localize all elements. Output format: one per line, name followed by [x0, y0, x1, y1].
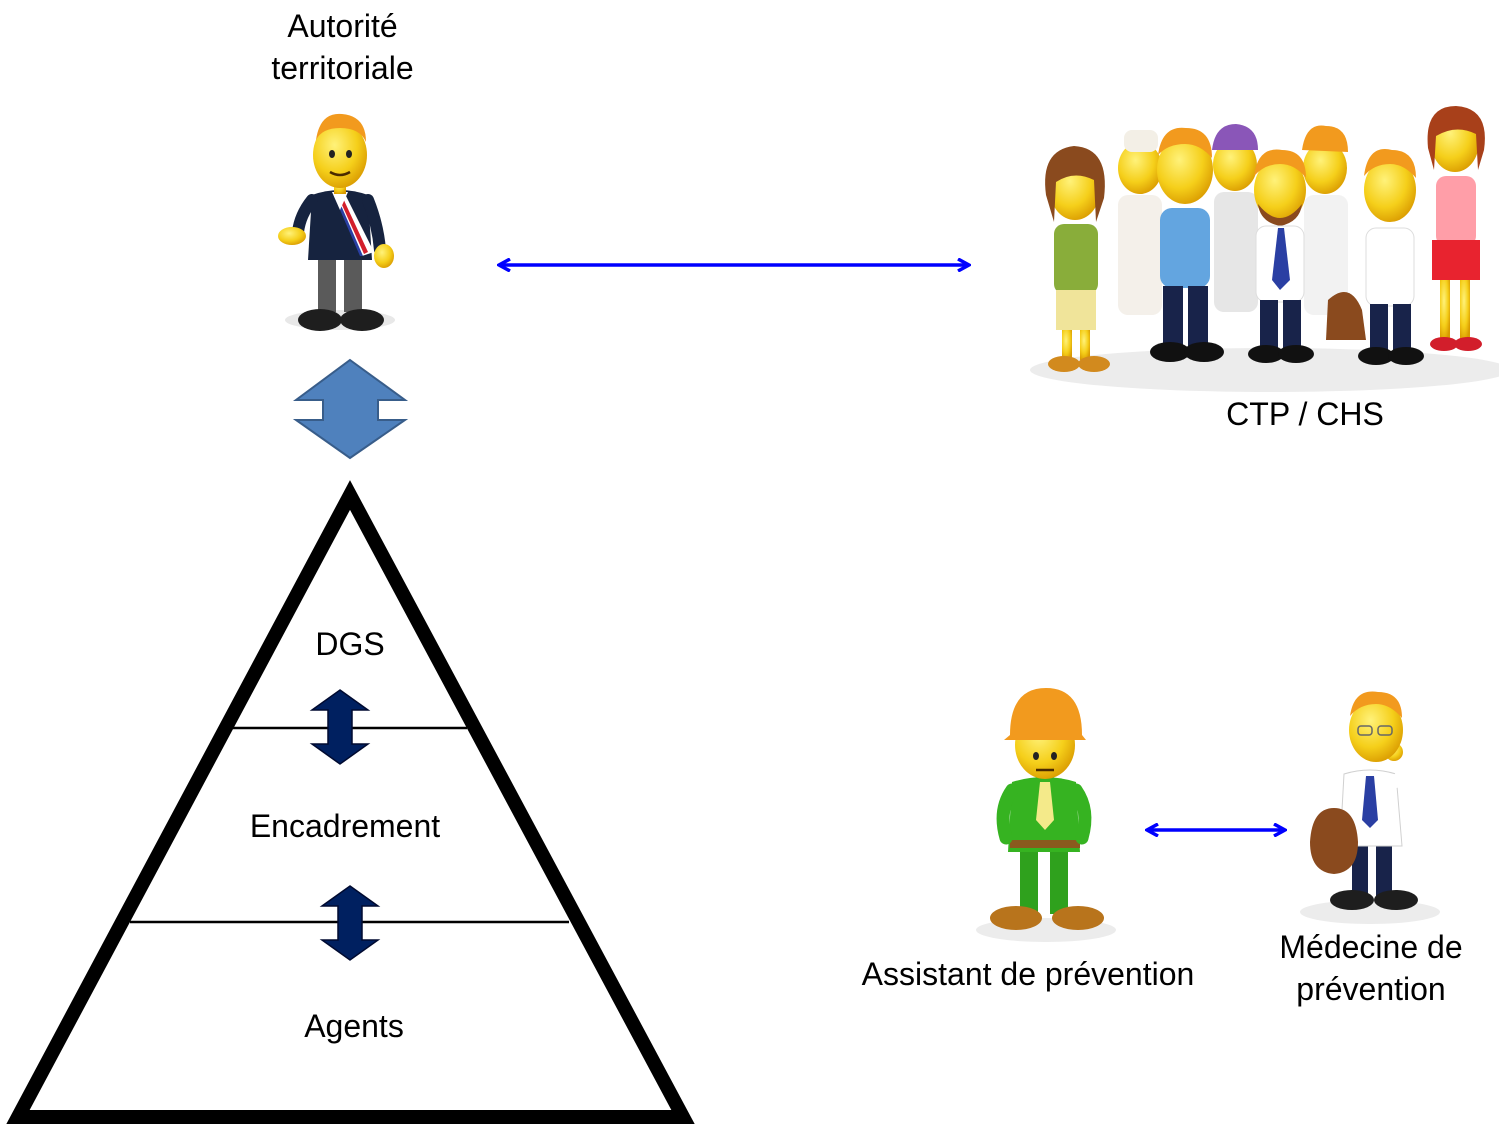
encadrement-agents-arrow-icon [319, 885, 381, 961]
encadrement-label: Encadrement [249, 808, 441, 844]
dgs-encadrement-arrow-icon [309, 689, 371, 765]
assistant-label: Assistant de prévention [861, 956, 1195, 992]
medecine-label-line-2: prévention [1296, 971, 1446, 1008]
medecine-label-line-1: Médecine de [1279, 929, 1463, 965]
pyramid-shape [6, 480, 695, 1124]
committee-group-icon [1030, 106, 1499, 392]
autorite-label: Autorité territoriale [240, 5, 445, 89]
dgs-label: DGS [315, 626, 385, 662]
autorite-label-line-1: Autorité [287, 8, 398, 44]
authority-pyramid-arrow-icon [292, 358, 409, 460]
autorite-label-line-2: territoriale [271, 50, 414, 87]
mayor-figure-icon [278, 113, 395, 331]
safety-assistant-figure-icon [976, 688, 1116, 942]
ctp-chs-label: CTP / CHS [1226, 396, 1384, 432]
doctor-figure-icon [1300, 691, 1440, 924]
agents-label: Agents [304, 1008, 404, 1044]
medecine-label: Médecine de prévention [1248, 926, 1494, 1010]
